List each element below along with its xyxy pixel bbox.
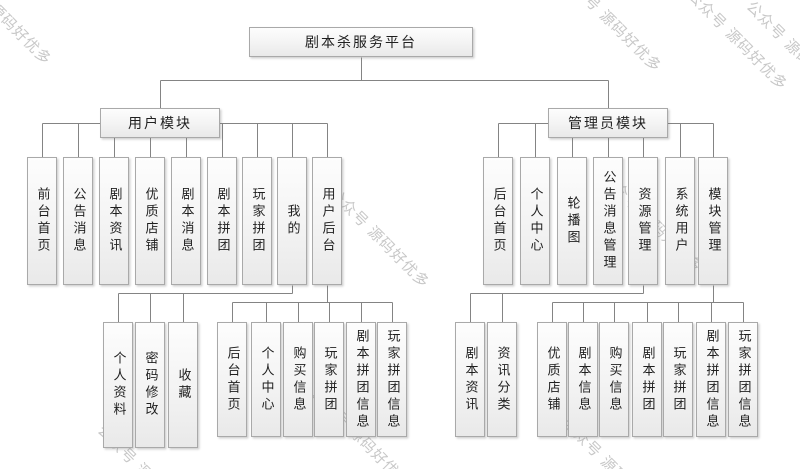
node-user-child-4: 剧本消息 [171,157,201,285]
node-user-child-3: 优质店铺 [135,157,165,285]
node-admin-module: 管理员模块 [548,108,668,138]
node-user-child-8: 用户后台 [312,157,342,285]
node-subgroup-3-child-6: 玩家拼团信息 [728,322,758,437]
node-subgroup-3-child-3: 剧本拼团 [632,322,662,437]
node-admin-child-3: 公告消息管理 [593,157,623,285]
node-subgroup-2-child-0: 剧本资讯 [455,322,485,437]
node-subgroup-2-child-1: 资讯分类 [487,322,517,437]
node-subgroup-1-child-0: 后台首页 [217,322,247,437]
node-subgroup-1-child-2: 购买信息 [283,322,313,437]
node-subgroup-0-child-0: 个人资料 [103,322,133,448]
node-user-child-5: 剧本拼团 [207,157,237,285]
node-subgroup-3-child-1: 剧本信息 [568,322,598,437]
node-user-child-0: 前台首页 [27,157,57,285]
node-platform-root: 剧本杀服务平台 [249,27,473,57]
node-user-module: 用户模块 [100,108,220,138]
node-user-child-1: 公告消息 [63,157,93,285]
node-user-child-6: 玩家拼团 [242,157,272,285]
node-admin-child-0: 后台首页 [483,157,513,285]
node-subgroup-0-child-2: 收藏 [168,322,198,448]
node-subgroup-1-child-3: 玩家拼团 [314,322,344,437]
node-subgroup-3-child-2: 购买信息 [599,322,629,437]
node-admin-child-6: 模块管理 [698,157,728,285]
node-user-child-7: 我的 [277,157,307,285]
node-admin-child-2: 轮播图 [557,157,587,285]
node-admin-child-4: 资源管理 [628,157,658,285]
node-subgroup-3-child-4: 玩家拼团 [663,322,693,437]
node-subgroup-3-child-0: 优质店铺 [537,322,567,437]
node-subgroup-0-child-1: 密码修改 [135,322,165,448]
node-subgroup-1-child-5: 玩家拼团信息 [377,322,407,437]
node-admin-child-1: 个人中心 [520,157,550,285]
node-user-child-2: 剧本资讯 [99,157,129,285]
node-admin-child-5: 系统用户 [665,157,695,285]
node-subgroup-1-child-4: 剧本拼团信息 [346,322,376,437]
node-subgroup-3-child-5: 剧本拼团信息 [696,322,726,437]
node-subgroup-1-child-1: 个人中心 [251,322,281,437]
